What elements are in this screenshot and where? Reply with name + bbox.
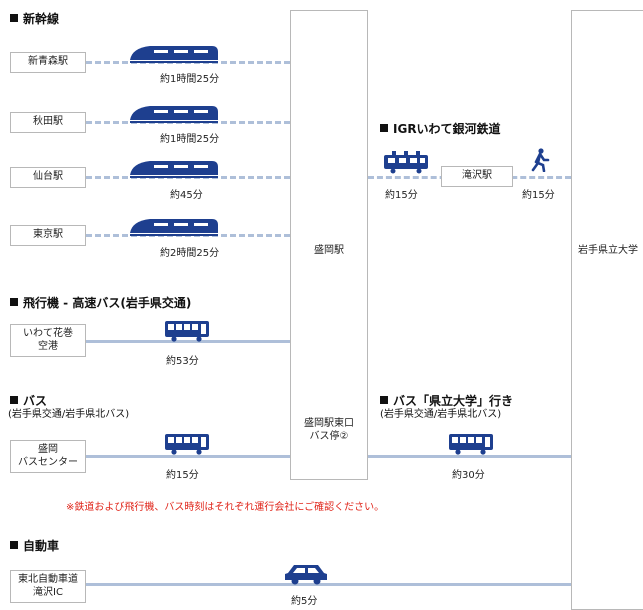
local-train-icon xyxy=(384,151,428,174)
bus-operators: (岩手県交通/岩手県北バス) xyxy=(8,409,130,420)
igr-heading: IGRいわて銀河鉄道 xyxy=(380,120,501,137)
university-bus-route-line xyxy=(368,455,571,458)
heading-square xyxy=(10,541,18,549)
university-column: 岩手県立大学 xyxy=(571,10,643,610)
morioka-bus-center-box: 盛岡 バスセンター xyxy=(10,440,86,473)
airport-duration: 約53分 xyxy=(166,356,199,367)
station-box: 新青森駅 xyxy=(10,52,86,73)
shinkansen-heading: 新幹線 xyxy=(10,10,59,27)
duration-label: 約1時間25分 xyxy=(160,134,220,145)
station-box: 仙台駅 xyxy=(10,167,86,188)
airport-route-line xyxy=(86,340,290,343)
university-bus-duration: 約30分 xyxy=(452,470,485,481)
heading-square xyxy=(380,396,388,404)
igr-walk-duration: 約15分 xyxy=(522,190,555,201)
duration-label: 約1時間25分 xyxy=(160,74,220,85)
takizawa-ic-box: 東北自動車道 滝沢IC xyxy=(10,570,86,603)
university-label: 岩手県立大学 xyxy=(578,245,638,256)
schedule-notice: ※鉄道および飛行機、バス時刻はそれぞれ運行会社にご確認ください。 xyxy=(66,502,385,513)
heading-square xyxy=(10,14,18,22)
heading-square xyxy=(10,298,18,306)
airport-heading: 飛行機 - 高速バス(岩手県交通) xyxy=(10,294,191,311)
station-box: 秋田駅 xyxy=(10,112,86,133)
university-bus-operators: (岩手県交通/岩手県北バス) xyxy=(380,409,502,420)
car-icon xyxy=(285,565,327,585)
shinkansen-icon xyxy=(130,106,218,123)
university-bus-heading: バス「県立大学」行き xyxy=(380,392,513,409)
bus-icon xyxy=(165,321,209,342)
car-duration: 約5分 xyxy=(291,596,318,607)
bus-icon xyxy=(165,434,209,455)
shinkansen-icon xyxy=(130,46,218,63)
heading-square xyxy=(380,124,388,132)
heading-square xyxy=(10,396,18,404)
car-route-line xyxy=(86,583,571,586)
station-box: 東京駅 xyxy=(10,225,86,246)
igr-train-duration: 約15分 xyxy=(385,190,418,201)
bus-duration: 約15分 xyxy=(166,470,199,481)
duration-label: 約45分 xyxy=(170,190,203,201)
morioka-station-column: 盛岡駅 盛岡駅東口 バス停② xyxy=(290,10,368,480)
takizawa-station-box: 滝沢駅 xyxy=(441,166,513,187)
bus-icon xyxy=(449,434,493,455)
car-heading: 自動車 xyxy=(10,537,59,554)
walking-person-icon xyxy=(531,148,550,172)
hanamaki-airport-box: いわて花巻 空港 xyxy=(10,324,86,357)
bus-route-line xyxy=(86,455,290,458)
morioka-station-label: 盛岡駅 xyxy=(314,245,344,256)
shinkansen-icon xyxy=(130,219,218,236)
bus-heading: バス xyxy=(10,392,47,409)
shinkansen-icon xyxy=(130,161,218,178)
morioka-east-exit-label: 盛岡駅東口 バス停② xyxy=(304,418,354,442)
duration-label: 約2時間25分 xyxy=(160,248,220,259)
